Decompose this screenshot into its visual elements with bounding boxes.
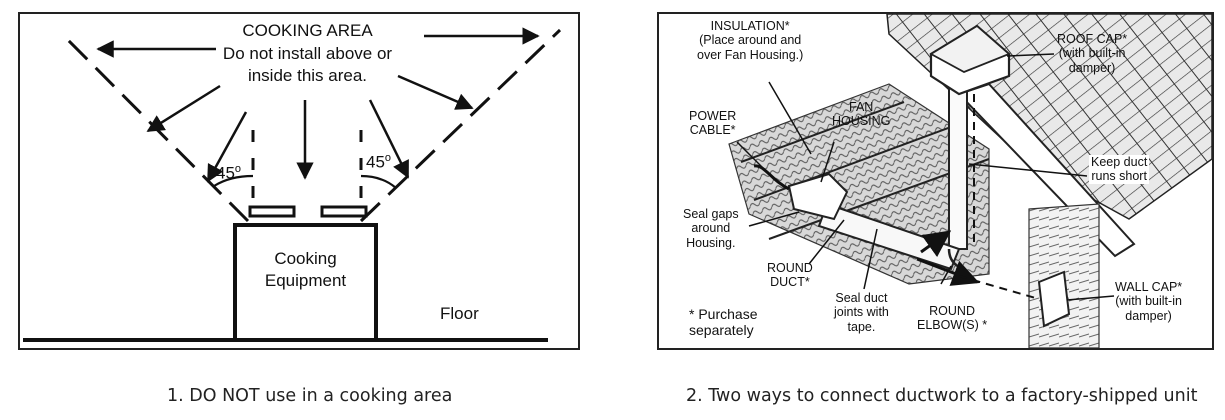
caption-ductwork: 2. Two ways to connect ductwork to a fac… (686, 386, 1198, 406)
seal-duct-label: Seal duct joints with tape. (834, 291, 889, 334)
purchase-note-line2: separately (689, 322, 754, 339)
wall-cap (1037, 270, 1071, 328)
leader-round-elbow (940, 265, 952, 285)
roof-cap-label-line3: damper) (1068, 60, 1116, 75)
fan-housing-label-line1: FAN (849, 100, 874, 114)
keep-duct-label-line1: Keep duct (1089, 155, 1150, 170)
seal-gaps-label-line1: Seal gaps (683, 207, 739, 221)
cooking-equipment-box (233, 223, 378, 342)
angle-arc-left (213, 174, 254, 187)
leader-roof-cap (1006, 53, 1055, 57)
angle-label-right: 45o (366, 152, 391, 172)
leader-keep-duct (968, 163, 1088, 177)
degree-symbol-right: o (384, 152, 392, 164)
airflow-arrow-up (920, 230, 952, 258)
angle-value-left: 45 (216, 163, 235, 183)
cooking-area-heading: COOKING AREA (242, 21, 373, 40)
angle-arc-right (360, 174, 397, 189)
round-duct-label-line1: ROUND (767, 261, 813, 275)
cooking-area-warning-line1: Do not install above or (222, 44, 393, 63)
caption-cooking-area: 1. DO NOT use in a cooking area (167, 386, 453, 406)
cooking-area-warning-line2: inside this area. (247, 66, 368, 85)
round-duct-label-line2: DUCT* (770, 275, 810, 290)
roof-cap-label-line1: ROOF CAP* (1057, 32, 1128, 46)
arrow-low-right (368, 99, 410, 179)
leader-seal-duct (863, 228, 878, 290)
purchase-note: * Purchase separately (689, 306, 757, 338)
cooking-area-drawing (23, 27, 562, 342)
roof-cap-top (929, 24, 1011, 73)
roof-cap-label-line2: (with built-in (1058, 46, 1126, 61)
angle-value-right: 45 (366, 152, 385, 172)
insulation-label: INSULATION* (Place around and over Fan H… (697, 19, 803, 62)
seal-gaps-label-line3: Housing. (686, 235, 736, 250)
burner-left (248, 205, 296, 218)
leader-power-cable (736, 141, 768, 173)
seal-duct-label-line3: tape. (847, 319, 876, 334)
leader-fan-housing (820, 141, 835, 183)
insulation-label-line2: (Place around and (699, 33, 802, 48)
floor-label: Floor (440, 304, 479, 323)
arrow-mid-right (397, 74, 474, 110)
seal-duct-label-line2: joints with (834, 305, 889, 320)
wall-cap-label-line1: WALL CAP* (1115, 280, 1183, 294)
wall-cap-label-line3: damper) (1125, 308, 1172, 323)
airflow-arrow-right (916, 257, 980, 286)
cooking-area-diagram: COOKING AREA Do not install above or ins… (18, 12, 580, 350)
ceiling-joist-1 (740, 101, 905, 163)
arrow-mid-left (146, 84, 221, 133)
arrow-low-left (206, 111, 248, 183)
power-cable-label: POWER CABLE* (689, 109, 736, 138)
purchase-note-line1: * Purchase (689, 306, 758, 322)
insulation-label-line3: over Fan Housing.) (697, 47, 804, 62)
cooking-equipment-label-line1: Cooking (274, 249, 337, 268)
cooking-area-boundary-right (359, 28, 562, 223)
round-elbow-label: ROUND ELBOW(S) * (917, 304, 987, 333)
wall-cap-label: WALL CAP* (with built-in damper) (1115, 280, 1182, 323)
fan-housing-label: FAN HOUSING (832, 100, 890, 129)
vertical-duct (948, 83, 968, 250)
seal-gaps-label: Seal gaps around Housing. (683, 207, 739, 250)
wall-cap-label-line2: (with built-in (1115, 294, 1182, 309)
leader-wall-cap (1066, 295, 1115, 301)
power-cable-label-line1: POWER (689, 109, 737, 123)
power-cable-label-line2: CABLE* (689, 123, 736, 138)
seal-duct-label-line1: Seal duct (835, 291, 888, 305)
seal-gaps-label-line2: around (691, 221, 731, 236)
leader-round-duct (808, 219, 845, 265)
keep-duct-label-line2: runs short (1089, 169, 1150, 184)
angle-label-left: 45o (216, 163, 241, 183)
keep-duct-label: Keep duct runs short (1089, 155, 1150, 184)
cooking-equipment-label-line2: Equipment (264, 271, 347, 290)
roof-cap-label: ROOF CAP* (with built-in damper) (1057, 32, 1127, 75)
insulation-label-line1: INSULATION* (710, 19, 790, 33)
leader-seal-gaps (748, 211, 800, 227)
leader-insulation (768, 81, 812, 155)
round-elbow-label-line1: ROUND (929, 304, 975, 318)
power-cable (753, 164, 790, 191)
ductwork-diagram: INSULATION* (Place around and over Fan H… (657, 12, 1214, 350)
burner-right (320, 205, 368, 218)
round-duct-label: ROUND DUCT* (767, 261, 813, 290)
round-elbow-label-line2: ELBOW(S) * (917, 318, 988, 333)
fan-housing-label-line2: HOUSING (832, 114, 891, 129)
degree-symbol-left: o (234, 163, 242, 175)
